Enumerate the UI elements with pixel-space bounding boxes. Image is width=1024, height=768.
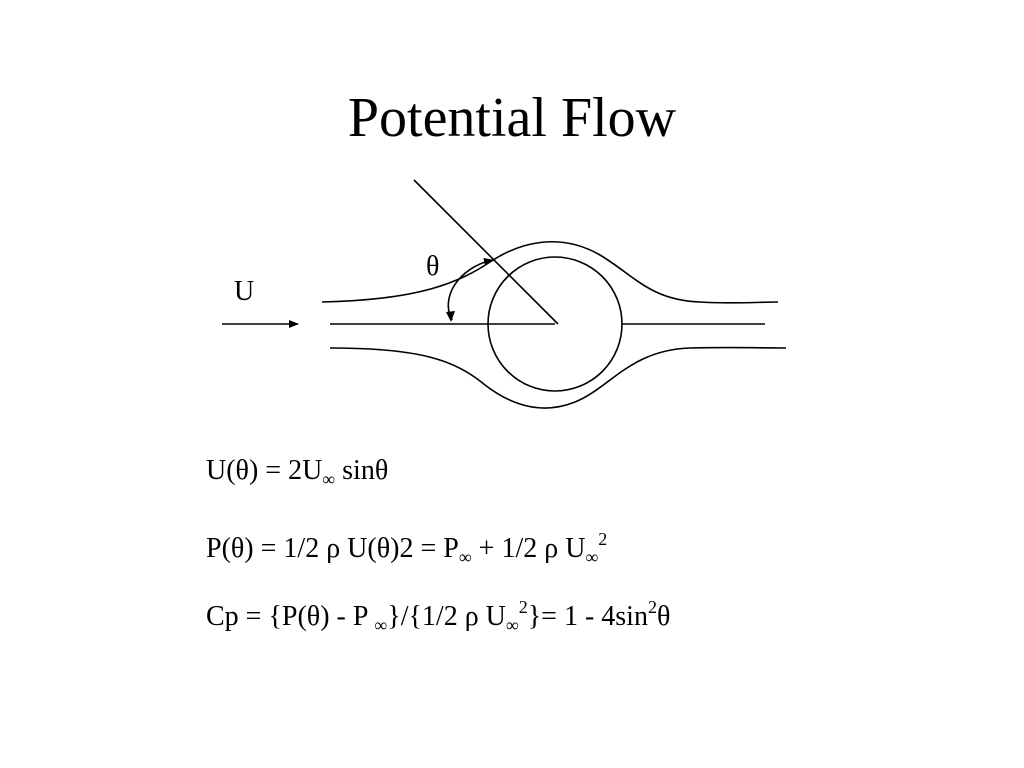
eq2-infinity-2: ∞	[585, 547, 599, 567]
theta-arc-start-head	[446, 311, 455, 322]
equation-pressure: P(θ) = 1/2 ρ U(θ)2 = P∞ + 1/2 ρ U∞2	[206, 529, 608, 567]
equation-velocity: U(θ) = 2U∞ sinθ	[206, 454, 388, 488]
theta-arc	[447, 257, 493, 321]
eq1-rest: sinθ	[335, 455, 389, 486]
eq3-square: 2	[518, 597, 528, 617]
eq2-part2: + 1/2 ρ U	[471, 533, 586, 564]
eq3-infinity-2: ∞	[505, 615, 519, 635]
eq3-part4: θ	[656, 601, 671, 632]
radial-line	[413, 179, 559, 325]
eq3-part1: Cp = {P(θ) - P	[206, 601, 375, 632]
slide-title: Potential Flow	[347, 87, 677, 149]
eq2-part1: P(θ) = 1/2 ρ U(θ)2 = P	[206, 533, 459, 564]
freestream-label: U	[234, 276, 254, 307]
eq3-part3: }= 1 - 4sin	[527, 601, 648, 632]
eq1-lhs: U(θ) = 2U	[206, 455, 323, 486]
theta-label: θ	[426, 251, 439, 282]
eq2-infinity-1: ∞	[458, 547, 472, 567]
streamline-upper	[321, 240, 779, 304]
eq3-part2: }/{1/2 ρ U	[387, 601, 506, 632]
eq2-square: 2	[598, 529, 608, 549]
eq1-infinity: ∞	[322, 469, 336, 489]
equation-pressure-coefficient: Cp = {P(θ) - P ∞}/{1/2 ρ U∞2}= 1 - 4sin2…	[206, 597, 671, 635]
eq3-sin-square: 2	[647, 597, 657, 617]
eq3-infinity-1: ∞	[374, 615, 388, 635]
streamline-lower	[329, 346, 787, 409]
